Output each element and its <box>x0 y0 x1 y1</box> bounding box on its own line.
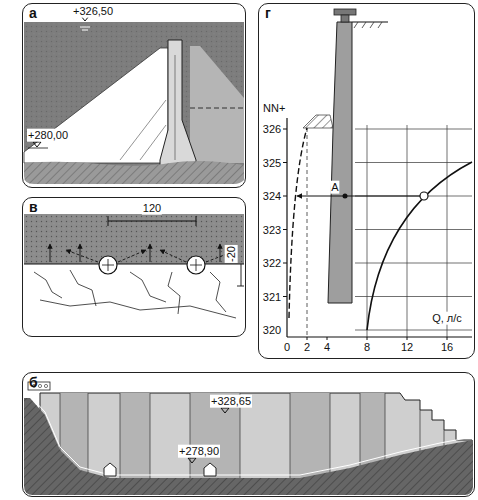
axis-label: 12 <box>400 341 414 354</box>
axis-label: 0 <box>283 341 291 354</box>
axis-label: 2 <box>303 341 311 354</box>
cracks <box>34 270 236 318</box>
panel-letter: в <box>29 200 38 215</box>
grid <box>355 125 472 337</box>
reading-line <box>297 196 420 197</box>
drainage-detail <box>24 214 244 318</box>
axis <box>286 118 287 337</box>
curve-point <box>420 192 428 200</box>
axis-title: Q, л/с <box>431 312 463 325</box>
dam-blocks <box>60 393 385 483</box>
axis-label: 322 <box>262 257 282 270</box>
figure-panel: а <box>22 3 246 188</box>
point-label: A <box>330 181 339 194</box>
discharge-curve <box>367 162 472 330</box>
water-body <box>24 22 244 167</box>
bank <box>303 115 333 128</box>
panel-letter: б <box>29 375 38 390</box>
axis-label: 321 <box>262 290 282 303</box>
backfill <box>190 46 244 163</box>
elevation-mark: +280,00 <box>27 129 69 142</box>
axis-title: NN+ <box>262 102 286 115</box>
axis-label: 325 <box>262 156 282 169</box>
axis-label: 4 <box>323 341 331 354</box>
axis-label: 326 <box>262 123 282 136</box>
panel-letter: г <box>265 6 271 21</box>
dimension-label: -20 <box>225 245 238 263</box>
panel-letter: а <box>29 6 37 21</box>
figure-panel: б <box>22 372 475 497</box>
elevation-mark: +328,65 <box>210 395 252 408</box>
dimension-label: 120 <box>142 202 162 215</box>
elevation-mark: +278,90 <box>178 445 220 458</box>
gallery <box>104 463 116 476</box>
dam-cross-section <box>24 16 244 184</box>
foundation <box>24 161 244 184</box>
figure-panel: г <box>258 3 475 359</box>
axis-label: 8 <box>363 341 371 354</box>
axis-label: 16 <box>440 341 454 354</box>
embankment-fill <box>24 48 168 163</box>
dimension-line <box>108 221 196 222</box>
point-a <box>343 194 348 199</box>
longitudinal-section <box>24 382 473 495</box>
level-mark <box>33 142 41 147</box>
rock-layer <box>24 214 244 264</box>
axis-label: 320 <box>262 324 282 337</box>
concrete-dam <box>160 40 196 166</box>
level-mark <box>221 408 229 413</box>
terrain <box>24 398 473 495</box>
axis-label: 324 <box>262 190 282 203</box>
level-mark <box>188 458 196 463</box>
axis-label: 323 <box>262 223 282 236</box>
figure-panel: в <box>22 197 246 337</box>
gallery <box>204 463 216 476</box>
retaining-wall <box>328 22 352 303</box>
seepage-graph <box>283 9 472 340</box>
elevation-mark: +326,50 <box>72 5 114 18</box>
drain-pipe <box>99 256 117 274</box>
drain-pipe <box>187 256 205 274</box>
dashed-curve <box>289 128 307 318</box>
axis <box>287 336 472 337</box>
